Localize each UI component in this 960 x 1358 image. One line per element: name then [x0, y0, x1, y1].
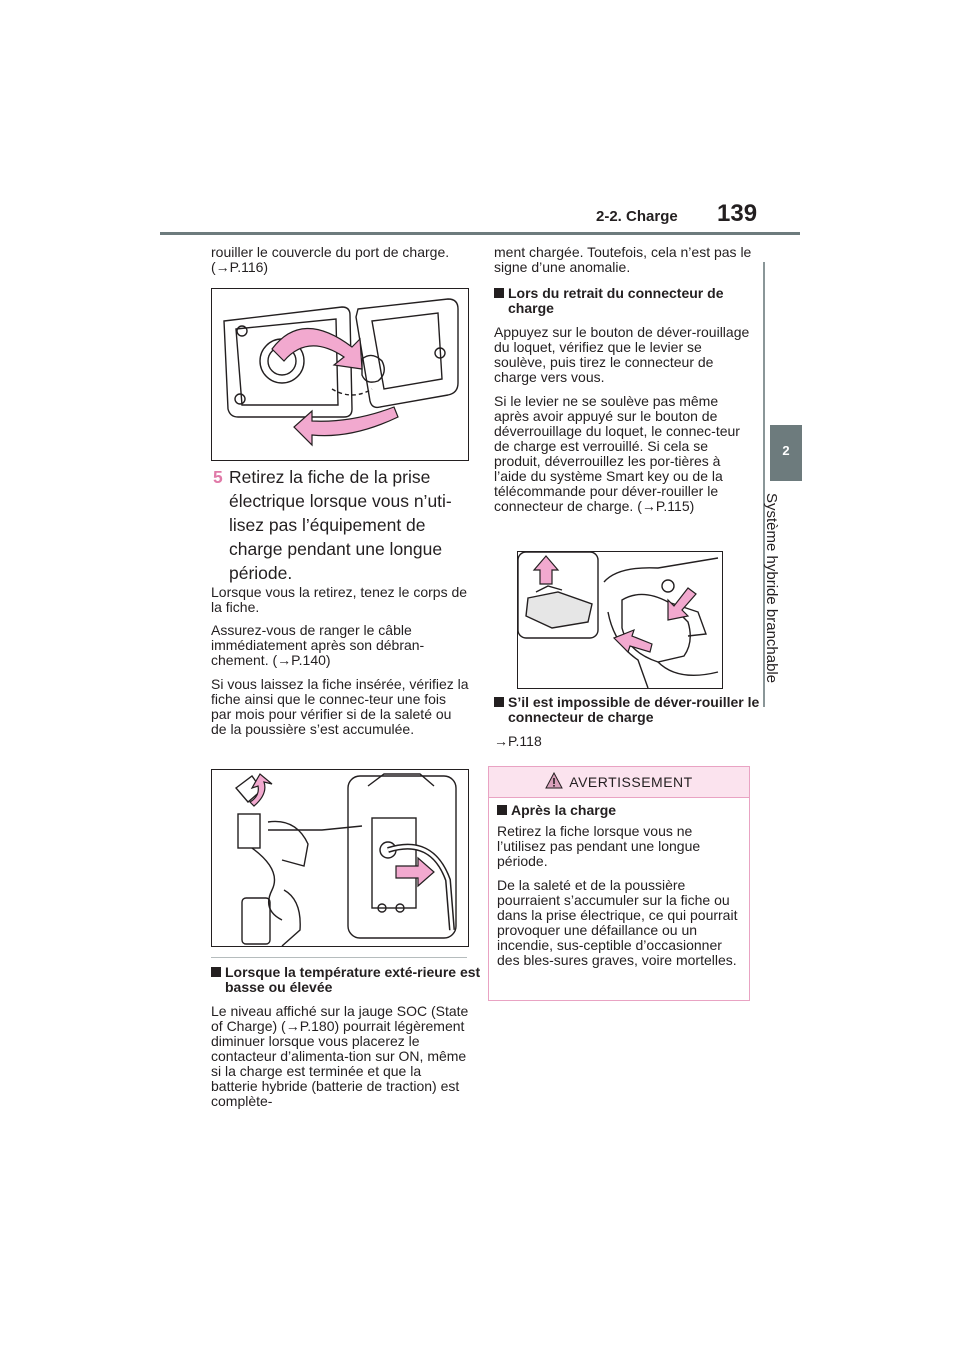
chapter-number: 2 [782, 443, 790, 458]
paragraph-check-plug: Si vous laissez la fiche insérée, vérifi… [211, 676, 469, 737]
step-number: 5 [213, 467, 223, 487]
figure-connector-release [517, 551, 723, 689]
open-arrow [271, 327, 363, 370]
warning-paragraph-1: Retirez la fiche lorsque vous ne l’utili… [497, 823, 701, 869]
paragraph-continued: ment chargée. Toutefois, cela n’est pas … [494, 244, 752, 275]
pull-arrow [612, 628, 653, 654]
figure-charge-port-cover [211, 288, 469, 461]
section-title: 2-2. Charge [596, 208, 678, 225]
heading-unlock-connector: S’il est impossible de déver-rouiller le… [494, 695, 766, 725]
warning-triangle-icon [545, 771, 564, 794]
push-arrow [395, 856, 435, 888]
warning-box: AVERTISSEMENT Après la charge Retirez la… [488, 766, 750, 1001]
heading-remove-connector: Lors du retrait du connecteur de charge [494, 286, 764, 316]
release-up-arrow [532, 555, 560, 585]
warning-title: AVERTISSEMENT [569, 774, 693, 790]
header-divider [160, 232, 800, 235]
paragraph-low-temp: Le niveau affiché sur la jauge SOC (Stat… [211, 1003, 469, 1109]
figure-outlet-plug [211, 769, 469, 947]
heading-low-temp: Lorsque la température exté-rieure est b… [211, 965, 481, 995]
paragraph-remove-1: Appuyez sur le bouton de déver-rouillage… [494, 324, 750, 385]
reference-p118: →P.118 [494, 733, 542, 749]
square-bullet-icon [494, 697, 504, 707]
paragraph-store-cable: Assurez-vous de ranger le câble immédiat… [211, 622, 425, 668]
square-bullet-icon [494, 288, 504, 298]
paragraph-remove-2: Si le levier ne se soulève pas même aprè… [494, 393, 740, 514]
step-5: 5 Retirez la fiche de la prise électriqu… [213, 465, 469, 585]
page-number: 139 [717, 200, 758, 227]
intro-text: rouiller le couvercle du port de charge.… [211, 244, 450, 275]
warning-paragraph-2: De la saleté et de la poussière pourraie… [497, 877, 738, 968]
side-divider [763, 262, 765, 707]
square-bullet-icon [497, 805, 507, 815]
chapter-title: Système hybride branchable [763, 493, 780, 684]
step-text: Retirez la fiche de la prise électrique … [229, 467, 452, 583]
square-bullet-icon [211, 967, 221, 977]
warning-heading: Après la charge [497, 803, 741, 818]
chapter-tab [770, 425, 802, 481]
press-arrow [667, 587, 697, 621]
close-arrow [293, 406, 399, 447]
paragraph-hold-plug: Lorsque vous la retirez, tenez le corps … [211, 584, 468, 615]
warning-header: AVERTISSEMENT [489, 767, 749, 798]
figure-divider [211, 957, 467, 958]
lift-arrow [249, 773, 273, 807]
